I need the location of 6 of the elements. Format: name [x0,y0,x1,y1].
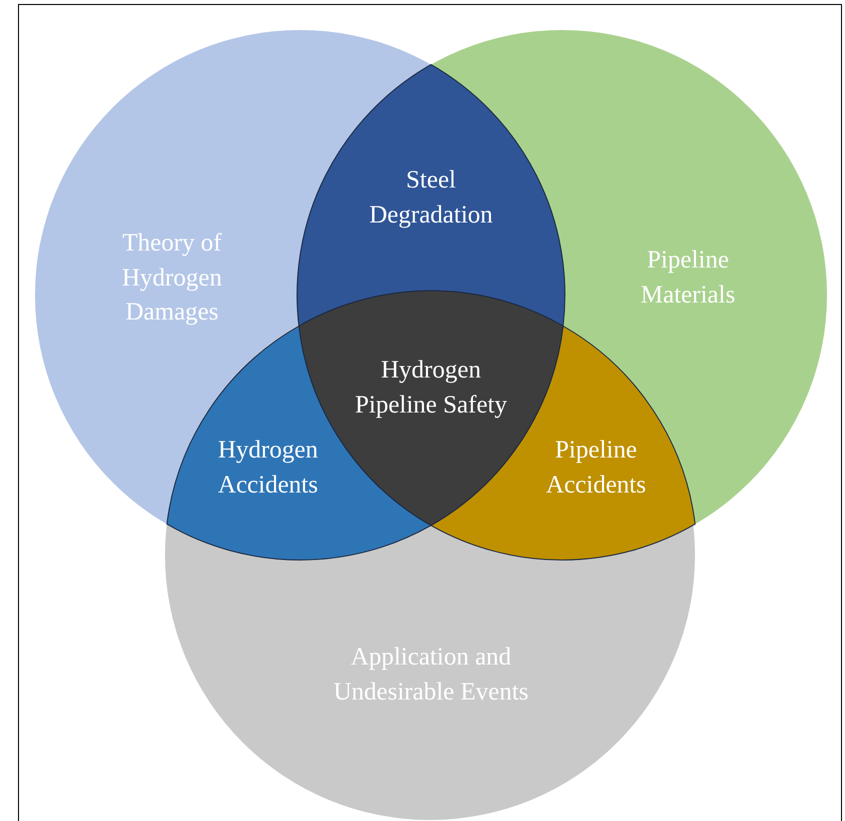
region-label: Steel Degradation [368,166,494,230]
region-label: Hydrogen Accidents [217,436,319,500]
region-label: Pipeline Accidents [545,436,647,500]
region-label: Theory of Hydrogen Damages [121,228,223,328]
region-label: Pipeline Materials [640,246,736,310]
region-label: Hydrogen Pipeline Safety [354,356,508,420]
